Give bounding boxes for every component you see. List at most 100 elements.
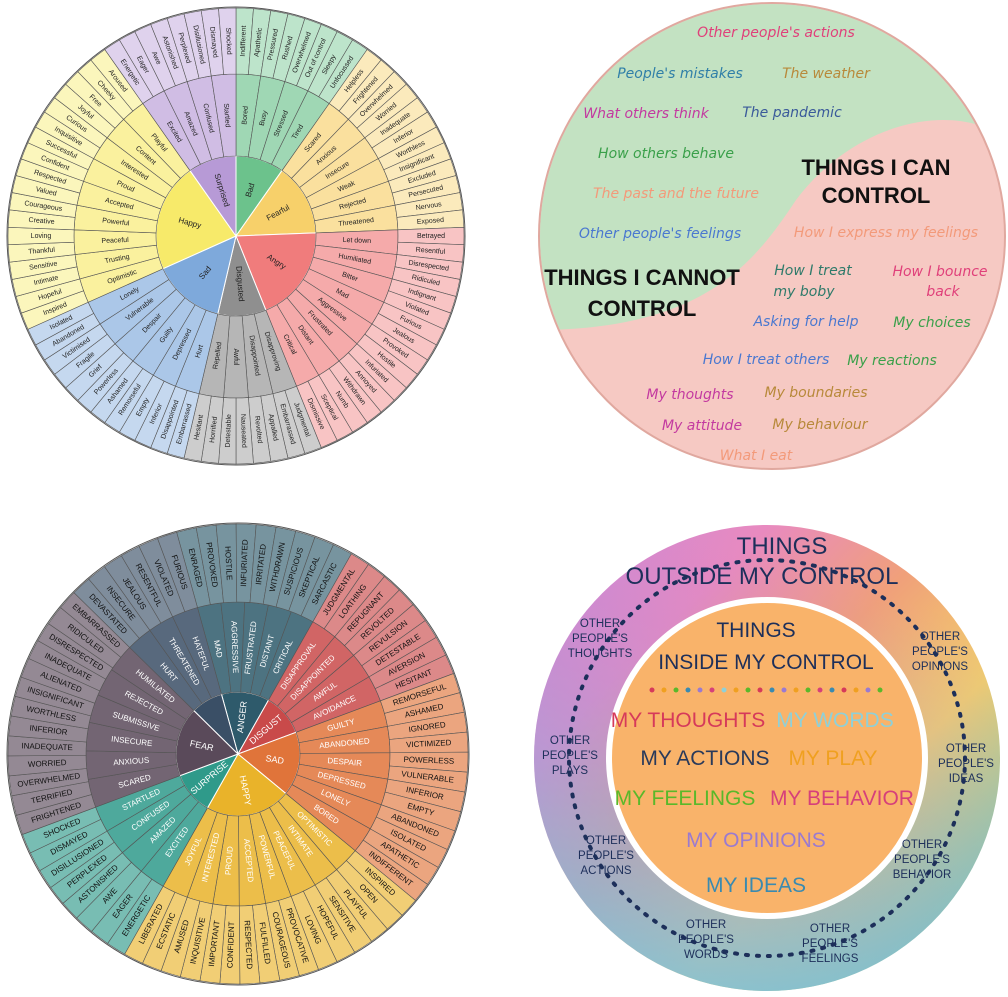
wheel-outer-label: CONFIDENT [226, 921, 237, 968]
control-circle-2-graphic: THINGS OUTSIDE MY CONTROL THINGS INSIDE … [534, 525, 1000, 991]
wheel-outer-label: Awe [150, 51, 162, 66]
wheel-outer-label: RESPECTED [243, 920, 255, 970]
wheel-outer-label: VICTIMIZED [406, 738, 452, 749]
wheel-outer-label: Horrified [209, 416, 219, 443]
wheel-mid-label: Let down [343, 237, 372, 245]
inside-title-line2: INSIDE MY CONTROL [658, 651, 873, 674]
wheel-mid-label: MAD [212, 639, 224, 658]
cannot-control-item: The past and the future [593, 186, 759, 202]
outside-control-item: OTHER [810, 923, 850, 935]
wheel-outer-segment [157, 531, 198, 612]
wheel-outer-label: Revolted [253, 416, 263, 444]
can-control-item: Asking for help [752, 314, 858, 330]
cannot-control-region [540, 4, 1004, 330]
cannot-control-item: Other people's actions [697, 25, 855, 41]
wheel-outer-label: Nervous [415, 201, 442, 212]
can-control-item: My choices [893, 315, 970, 331]
can-control-item: My thoughts [646, 387, 733, 403]
inside-control-item: MY BEHAVIOR [770, 787, 914, 810]
outside-control-item: PEOPLE'S [938, 758, 994, 770]
outside-control-item: PEOPLE'S [542, 750, 598, 762]
can-control-item: How I express my feelings [794, 225, 978, 241]
outside-control-item: PEOPLE'S [912, 646, 968, 658]
can-control-item: How I bounce [892, 264, 987, 280]
wheel-mid-label: Startled [222, 103, 231, 128]
outside-title-line1: THINGS [737, 533, 828, 560]
outside-control-item: PEOPLE'S [678, 934, 734, 946]
can-control-item: My boundaries [764, 385, 867, 401]
wheel-mid-label: Repelled [212, 341, 223, 369]
cannot-control-title-line2: CONTROL [588, 296, 697, 321]
inside-control-item: MY WORDS [776, 709, 893, 732]
wheel-mid-label: Threatened [338, 217, 374, 228]
wheel-mid-label: Peaceful [101, 237, 129, 245]
wheel-outer-label: Sensitive [29, 260, 58, 271]
outside-control-item: OTHER [580, 618, 620, 630]
wheel-mid-label: PROUD [224, 846, 235, 876]
can-control-title-line2: CONTROL [822, 183, 931, 208]
outside-control-item: PEOPLE'S [578, 850, 634, 862]
can-control-item: How I treat others [703, 352, 830, 368]
outside-control-item: OTHER [686, 919, 726, 931]
outside-control-items: OTHERPEOPLE'STHOUGHTSOTHERPEOPLE'SOPINIO… [542, 618, 994, 965]
outside-control-item: IDEAS [949, 773, 984, 785]
wheel-outer-label: WORRIED [28, 758, 67, 769]
dotted-ring [567, 558, 967, 958]
colored-dot-divider [649, 687, 883, 693]
wheel-mid-label: Bored [241, 106, 249, 125]
wheel-outer-label: Valued [35, 186, 57, 198]
inside-control-item: MY OPINIONS [686, 829, 826, 852]
wheel-core-label: ANGER [235, 700, 249, 733]
outside-control-item: OTHER [920, 631, 960, 643]
inside-control-item: MY IDEAS [706, 874, 806, 897]
wheel-mid-label: ACCEPTED [242, 838, 255, 882]
wheel-outer-label: Creative [28, 217, 55, 226]
cannot-control-item: What others think [583, 106, 709, 122]
wheel-core-label: Disgusted [234, 266, 246, 302]
can-control-item: My reactions [847, 353, 937, 369]
wheel-outer-label: Dismayed [208, 26, 219, 58]
wheel-core-label: FEAR [189, 738, 215, 753]
outside-control-item: ACTIONS [580, 865, 631, 877]
inside-control-item: MY FEELINGS [615, 787, 756, 810]
can-control-item: What I eat [720, 448, 793, 464]
inside-control-item: MY THOUGHTS [611, 709, 765, 732]
cannot-control-title-line1: THINGS I CANNOT [544, 265, 740, 290]
wheel-outer-label: Hesitant [193, 414, 205, 441]
wheel-outer-label: INADEQUATE [21, 741, 73, 752]
wheel-outer-segment [218, 7, 237, 75]
outside-control-item: THOUGHTS [568, 648, 633, 660]
outside-control-item: OTHER [586, 835, 626, 847]
can-control-title-line1: THINGS I CAN [801, 155, 950, 180]
wheel-core-label: Bad [244, 182, 257, 198]
inside-control-item: MY PLAY [788, 747, 877, 770]
wheel-core-label: SAD [265, 753, 285, 766]
wheel-outer-label: Exposed [417, 217, 445, 226]
wheel-mid-label: Busy [259, 109, 269, 126]
wheel-outer-label: HOSTILE [223, 546, 234, 581]
outside-control-item: OTHER [946, 743, 986, 755]
outside-control-item: PEOPLE'S [802, 938, 858, 950]
outside-control-item: WORDS [684, 949, 728, 961]
wheel-outer-label: Thankful [28, 247, 56, 256]
outside-title-line2: OUTSIDE MY CONTROL [626, 563, 899, 590]
wheel-mid-label: Powerful [102, 217, 130, 227]
cannot-control-item: The weather [782, 66, 871, 82]
cannot-control-item: The pandemic [742, 105, 842, 121]
wheel-outer-label: Betrayed [417, 233, 445, 240]
wheel-outer-label: Detestable [225, 414, 233, 448]
inside-control-circle [606, 597, 928, 919]
control-circle-1: THINGS I CAN CONTROL THINGS I CANNOT CON… [536, 0, 1008, 472]
wheel-outer-label: POWERLESS [403, 755, 454, 766]
can-control-item: How I treat [774, 263, 852, 279]
wheel-mid-label: AGGRESSIVE [229, 621, 240, 674]
wheel-mid-label: Trusting [104, 254, 130, 266]
outside-control-item: OTHER [902, 839, 942, 851]
wheel-mid-label: Hurt [194, 344, 205, 359]
wheel-mid-label: Awful [232, 349, 239, 366]
wheel-outer-label: INFURIATED [239, 539, 250, 587]
